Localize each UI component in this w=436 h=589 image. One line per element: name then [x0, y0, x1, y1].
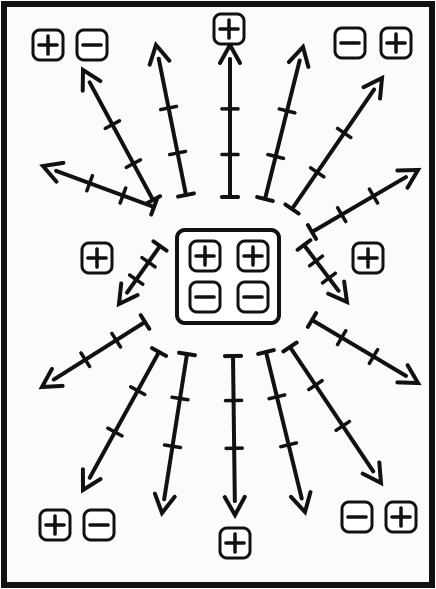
- negative-charge-icon: [333, 26, 367, 60]
- field-line-arrow: [152, 350, 197, 518]
- positive-charge-icon: [212, 12, 246, 46]
- positive-charge-icon: [80, 241, 114, 275]
- positive-charge-icon: [351, 241, 385, 275]
- field-line-arrow: [39, 160, 159, 217]
- negative-charge-icon: [188, 280, 222, 314]
- negative-charge-icon: [340, 500, 374, 534]
- field-line-arrow: [305, 311, 422, 386]
- positive-charge-icon: [236, 239, 270, 273]
- positive-charge-icon: [38, 508, 72, 542]
- charges: [31, 12, 418, 560]
- field-line-arrow: [80, 346, 169, 494]
- field-lines: [38, 40, 422, 520]
- positive-charge-icon: [384, 500, 418, 534]
- positive-charge-icon: [188, 239, 222, 273]
- positive-charge-icon: [31, 28, 65, 62]
- field-line-arrow: [80, 66, 163, 206]
- field-line-arrow: [281, 340, 384, 487]
- field-line-arrow: [116, 239, 169, 308]
- negative-charge-icon: [75, 28, 109, 62]
- field-line-arrow: [295, 238, 350, 306]
- field-line-arrow: [283, 74, 385, 216]
- field-line-arrow: [222, 353, 247, 520]
- field-line-arrow: [147, 40, 196, 199]
- field-line-arrow: [38, 313, 152, 390]
- negative-charge-icon: [236, 280, 270, 314]
- field-line-arrow: [305, 167, 422, 241]
- negative-charge-icon: [82, 508, 116, 542]
- positive-charge-icon: [379, 26, 413, 60]
- positive-charge-icon: [218, 526, 252, 560]
- field-line-arrow: [255, 43, 311, 203]
- field-line-arrow: [256, 348, 313, 517]
